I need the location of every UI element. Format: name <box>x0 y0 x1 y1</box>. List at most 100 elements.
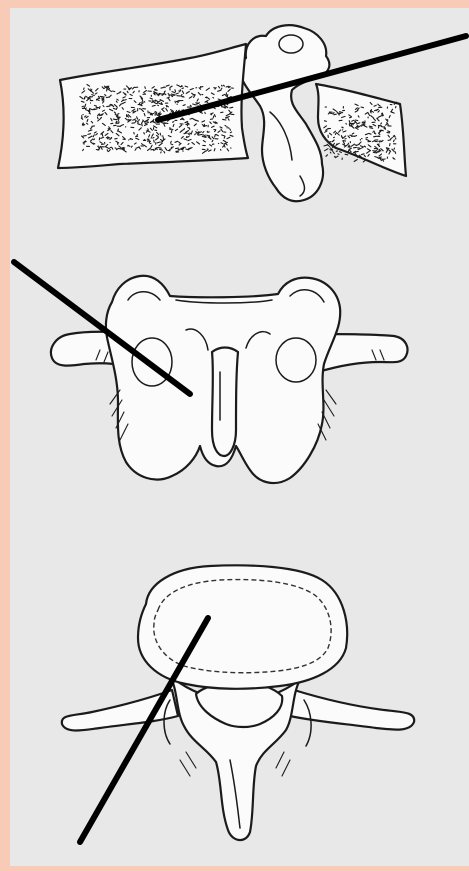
trabecula-stroke <box>182 118 183 119</box>
trabecula-stroke <box>207 135 208 136</box>
trabecula-stroke <box>101 117 102 118</box>
trabecula-stroke <box>334 114 336 115</box>
trabecula-stroke <box>116 101 117 102</box>
trabecula-stroke <box>370 111 371 113</box>
trabecula-stroke <box>381 123 382 124</box>
trabecula-stroke <box>171 141 172 143</box>
trabecula-stroke <box>215 135 216 137</box>
trabecula-stroke <box>375 133 376 134</box>
trabecula-stroke <box>354 160 357 162</box>
trabecula-stroke <box>325 149 328 151</box>
trabecula-stroke <box>164 87 165 88</box>
trabecula-stroke <box>340 152 342 153</box>
trabecula-stroke <box>139 120 140 122</box>
trabecula-stroke <box>186 149 189 150</box>
trabecula-stroke <box>165 123 168 124</box>
trabecula-stroke <box>127 91 128 92</box>
trabecula-stroke <box>83 149 84 150</box>
trabecula-stroke <box>230 132 231 133</box>
trabecula-stroke <box>83 136 86 137</box>
trabecula-stroke <box>215 130 216 131</box>
trabecula-stroke <box>330 152 331 153</box>
lateral-vertebra-view <box>58 25 406 201</box>
trabecula-stroke <box>196 103 199 104</box>
trabecula-stroke <box>352 133 353 134</box>
trabecula-stroke <box>143 103 144 104</box>
trabecula-stroke <box>213 97 214 98</box>
trabecula-stroke <box>378 126 379 128</box>
trabecula-stroke <box>334 156 335 157</box>
trabecula-stroke <box>113 108 115 109</box>
trabecula-stroke <box>144 101 145 102</box>
trabecula-stroke <box>84 88 85 89</box>
trabecula-stroke <box>95 105 97 106</box>
trabecula-stroke <box>171 147 173 148</box>
trabecula-stroke <box>108 139 109 140</box>
trabecula-stroke <box>361 107 364 108</box>
trabecula-stroke <box>338 154 339 155</box>
trabecula-stroke <box>88 134 91 135</box>
trabecula-stroke <box>388 140 391 141</box>
trabecula-stroke <box>178 149 179 150</box>
trabecula-stroke <box>105 143 106 144</box>
trabecula-stroke <box>190 105 191 106</box>
trabecula-stroke <box>106 87 108 88</box>
trabecula-stroke <box>373 152 376 153</box>
trabecula-stroke <box>394 140 395 142</box>
trabecula-stroke <box>198 135 201 136</box>
posterior-element-section-shape <box>316 84 406 176</box>
trabecula-stroke <box>394 148 395 149</box>
trabecula-stroke <box>195 134 196 135</box>
trabecula-stroke <box>144 133 145 134</box>
trabecula-stroke <box>221 88 222 89</box>
trabecula-stroke <box>349 121 350 123</box>
trabecula-stroke <box>349 145 350 147</box>
trabecula-stroke <box>175 90 176 92</box>
trabecula-stroke <box>362 122 363 123</box>
trabecula-stroke <box>155 103 157 104</box>
trabecula-stroke <box>345 154 348 155</box>
trabecula-stroke <box>230 129 231 130</box>
trabecula-stroke <box>171 144 173 145</box>
trabecula-stroke <box>115 138 117 139</box>
trabecula-stroke <box>158 148 161 149</box>
trabecula-stroke <box>374 131 375 133</box>
trabecula-stroke <box>100 115 103 116</box>
trabecula-stroke <box>324 145 327 146</box>
trabecula-stroke <box>173 122 174 123</box>
superior-vertebra-view <box>62 565 414 840</box>
trabecula-stroke <box>193 95 195 96</box>
trabecula-stroke <box>131 146 132 147</box>
trabecula-stroke <box>173 124 174 126</box>
trabecula-stroke <box>369 126 372 127</box>
trabecula-stroke <box>168 93 169 94</box>
trabecula-stroke <box>213 116 214 118</box>
trabecula-stroke <box>171 131 172 133</box>
trabecula-stroke <box>374 136 377 137</box>
trabecula-stroke <box>330 150 333 151</box>
trabecula-stroke <box>214 149 215 151</box>
trabecula-stroke <box>153 138 154 139</box>
trabecula-stroke <box>333 151 335 153</box>
trabecula-stroke <box>329 142 331 143</box>
trabecula-stroke <box>107 106 110 107</box>
trabecula-stroke <box>125 94 126 95</box>
trabecula-stroke <box>346 124 347 125</box>
spinous-process-shape <box>212 348 238 457</box>
trabecula-stroke <box>223 85 224 86</box>
trabecula-stroke <box>154 140 155 142</box>
trabecula-stroke <box>159 93 162 94</box>
trabecula-stroke <box>370 128 373 129</box>
vertebral-body-endplate-shape <box>138 565 347 688</box>
trabecula-stroke <box>326 155 328 157</box>
trabecula-stroke <box>115 148 116 149</box>
trabecula-stroke <box>324 121 326 122</box>
trabecula-stroke <box>164 151 165 153</box>
trabecula-stroke <box>381 127 385 128</box>
trabecula-stroke <box>387 149 388 150</box>
trabecula-stroke <box>142 124 143 126</box>
trabecula-stroke <box>373 151 376 152</box>
trabecula-stroke <box>190 119 192 120</box>
trabecula-stroke <box>335 156 338 158</box>
trabecula-stroke <box>395 152 396 154</box>
